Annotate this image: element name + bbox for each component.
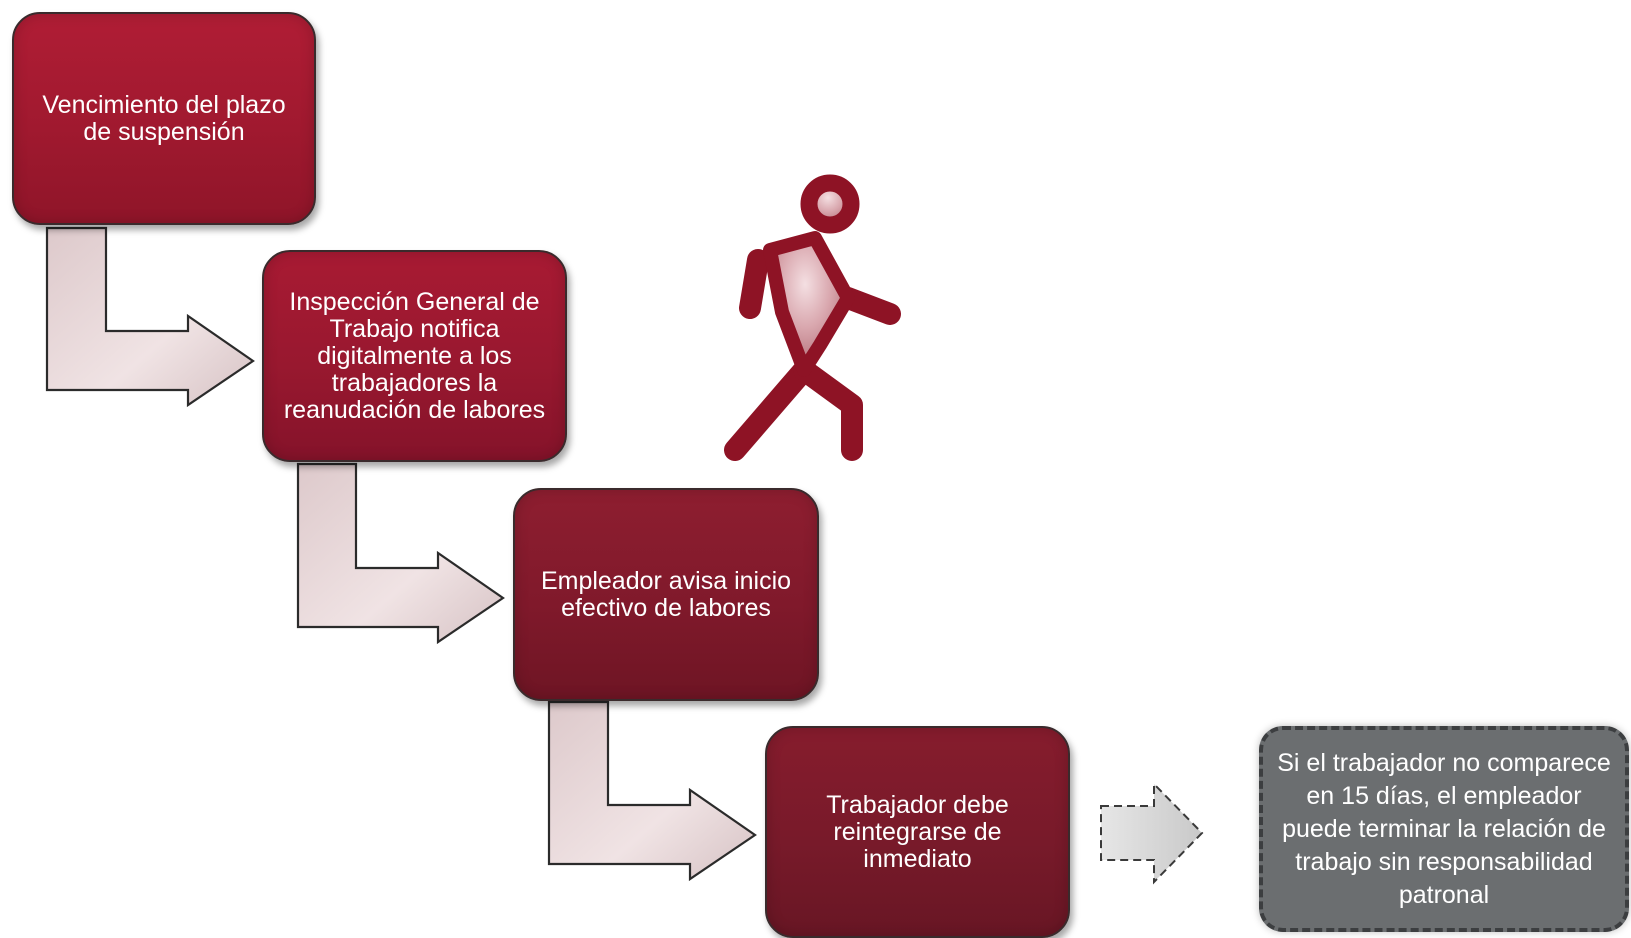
- step-3-label: Empleador avisa inicio efectivo de labor…: [540, 566, 792, 622]
- step-1-box: Vencimiento del plazo de suspensión: [12, 12, 316, 225]
- outcome-note-box: Si el trabajador no comparece en 15 días…: [1259, 726, 1629, 932]
- bent-arrow-2: [296, 462, 505, 645]
- walking-person-icon: [724, 174, 901, 461]
- step-1-label: Vencimiento del plazo de suspensión: [42, 90, 286, 146]
- step-2-box: Inspección General de Trabajo notifica d…: [262, 250, 567, 462]
- dashed-arrow: [1100, 781, 1204, 885]
- step-2-label: Inspección General de Trabajo notifica d…: [283, 287, 546, 424]
- bent-arrow-1: [45, 226, 255, 408]
- outcome-note-label: Si el trabajador no comparece en 15 días…: [1277, 748, 1611, 909]
- step-3-box: Empleador avisa inicio efectivo de labor…: [513, 488, 819, 701]
- step-4-box: Trabajador debe reintegrarse de inmediat…: [765, 726, 1070, 938]
- bent-arrow-3: [547, 700, 757, 882]
- step-4-label: Trabajador debe reintegrarse de inmediat…: [826, 790, 1009, 873]
